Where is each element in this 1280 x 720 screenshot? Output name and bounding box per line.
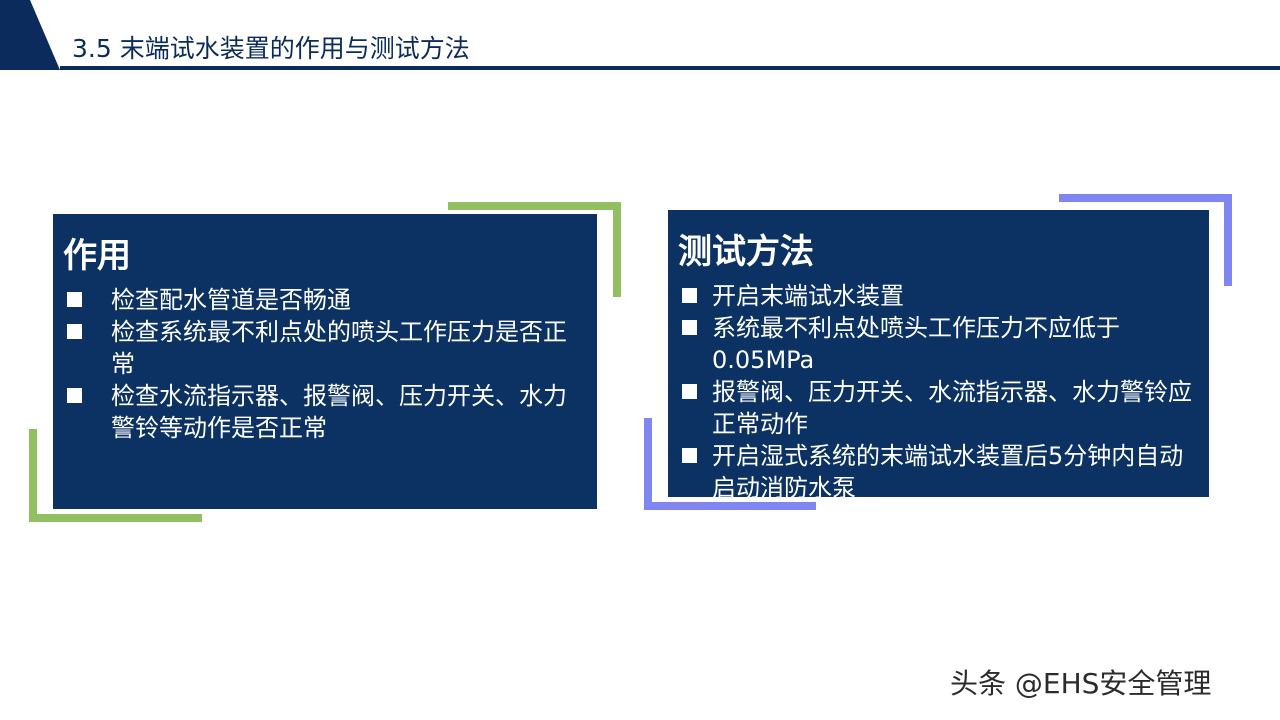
list-item-text: 系统最不利点处喷头工作压力不应低于0.05MPa — [712, 314, 1120, 374]
square-bullet-icon — [67, 292, 82, 307]
square-bullet-icon — [67, 388, 82, 403]
method-bracket-bottom-left — [644, 418, 816, 510]
list-item: 检查水流指示器、报警阀、压力开关、水力警铃等动作是否正常 — [63, 380, 587, 444]
purpose-bracket-bottom-left — [29, 429, 202, 522]
header-divider — [60, 66, 1280, 70]
list-item-text: 开启湿式系统的末端试水装置后5分钟内自动启动消防水泵 — [712, 442, 1184, 497]
watermark-text: 头条 @EHS安全管理 — [950, 667, 1212, 700]
method-bracket-top-right — [1059, 194, 1232, 286]
list-item-text: 报警阀、压力开关、水流指示器、水力警铃应正常动作 — [712, 378, 1192, 438]
purpose-panel: 作用 检查配水管道是否畅通 检查系统最不利点处的喷头工作压力是否正常 检查水流指… — [53, 214, 597, 509]
method-panel: 测试方法 开启末端试水装置 系统最不利点处喷头工作压力不应低于0.05MPa 报… — [668, 210, 1209, 497]
header-triangle-icon — [0, 0, 60, 70]
list-item: 开启湿式系统的末端试水装置后5分钟内自动启动消防水泵 — [678, 440, 1199, 497]
square-bullet-icon — [682, 288, 697, 303]
list-item: 检查配水管道是否畅通 — [63, 284, 587, 316]
list-item-text: 检查水流指示器、报警阀、压力开关、水力警铃等动作是否正常 — [111, 382, 567, 442]
purpose-bracket-top-right — [448, 202, 621, 297]
square-bullet-icon — [682, 448, 697, 463]
page-title: 3.5 末端试水装置的作用与测试方法 — [72, 34, 470, 63]
list-item: 开启末端试水装置 — [678, 280, 1199, 312]
list-item: 报警阀、压力开关、水流指示器、水力警铃应正常动作 — [678, 376, 1199, 440]
method-list: 开启末端试水装置 系统最不利点处喷头工作压力不应低于0.05MPa 报警阀、压力… — [678, 280, 1199, 497]
square-bullet-icon — [682, 320, 697, 335]
list-item: 系统最不利点处喷头工作压力不应低于0.05MPa — [678, 312, 1199, 376]
list-item-text: 检查系统最不利点处的喷头工作压力是否正常 — [111, 318, 567, 378]
square-bullet-icon — [67, 324, 82, 339]
square-bullet-icon — [682, 384, 697, 399]
list-item-text: 开启末端试水装置 — [712, 282, 904, 310]
list-item-text: 检查配水管道是否畅通 — [111, 286, 351, 314]
method-panel-title: 测试方法 — [678, 232, 814, 272]
purpose-panel-title: 作用 — [63, 236, 131, 276]
purpose-list: 检查配水管道是否畅通 检查系统最不利点处的喷头工作压力是否正常 检查水流指示器、… — [63, 284, 587, 444]
list-item: 检查系统最不利点处的喷头工作压力是否正常 — [63, 316, 587, 380]
